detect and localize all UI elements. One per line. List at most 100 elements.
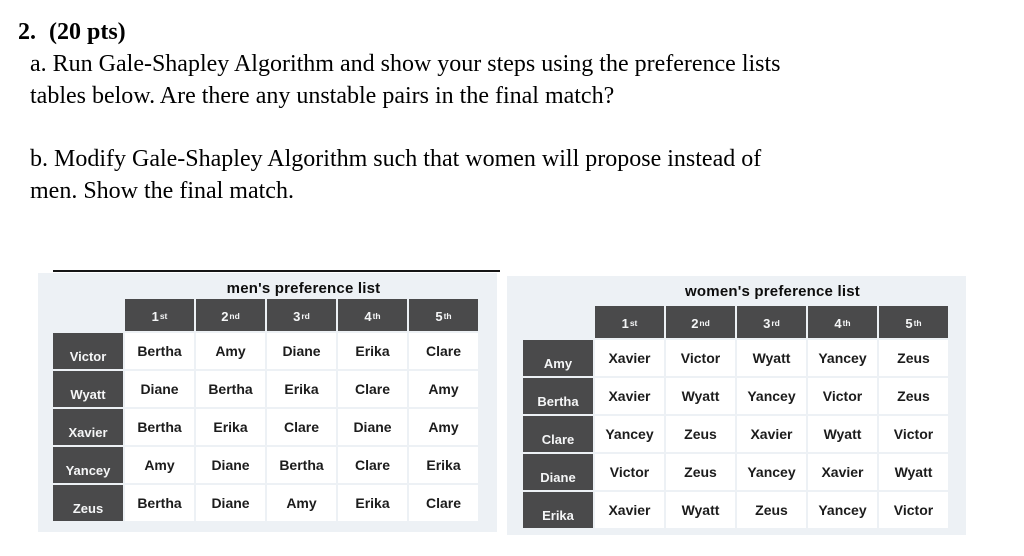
corner-cell [53, 299, 123, 331]
rank-number: 2 [221, 309, 229, 324]
rank-suffix: th [443, 310, 452, 321]
preference-cell: Erika [338, 485, 407, 521]
preference-cell: Amy [196, 333, 265, 369]
preference-cell: Bertha [125, 485, 194, 521]
part-b-line-2: men. Show the final match. [30, 178, 294, 204]
preference-cell: Zeus [879, 378, 948, 414]
preference-cell: Amy [267, 485, 336, 521]
preference-cell: Erika [409, 447, 478, 483]
preference-cell: Bertha [267, 447, 336, 483]
preference-cell: Xavier [595, 492, 664, 528]
preference-cell: Zeus [879, 340, 948, 376]
row-header-cell: Clare [523, 416, 593, 452]
preference-cell: Diane [196, 485, 265, 521]
problem-number: 2. [18, 19, 36, 45]
preference-cell: Bertha [125, 333, 194, 369]
preference-cell: Victor [595, 454, 664, 490]
part-b-line-1: b. Modify Gale-Shapley Algorithm such th… [30, 146, 762, 172]
part-b-text: b. Modify Gale-Shapley Algorithm such th… [30, 143, 761, 207]
rank-suffix: th [372, 310, 381, 321]
rank-number: 1 [151, 309, 159, 324]
preference-cell: Xavier [808, 454, 877, 490]
rank-number: 3 [763, 316, 771, 331]
rank-suffix: nd [229, 310, 240, 321]
mens-table-title: men's preference list [226, 280, 381, 297]
rank-number: 5 [905, 316, 913, 331]
preference-cell: Yancey [808, 340, 877, 376]
rank-suffix: rd [301, 310, 310, 321]
preference-cell: Erika [267, 371, 336, 407]
preference-cell: Erika [196, 409, 265, 445]
row-header-cell: Wyatt [53, 371, 123, 407]
corner-cell [523, 306, 593, 338]
preference-cell: Wyatt [737, 340, 806, 376]
preference-cell: Clare [338, 371, 407, 407]
preference-cell: Victor [879, 416, 948, 452]
preference-cell: Clare [409, 333, 478, 369]
preference-cell: Diane [196, 447, 265, 483]
rank-suffix: st [159, 310, 168, 321]
preference-cell: Zeus [666, 416, 735, 452]
preference-cell: Wyatt [666, 492, 735, 528]
preference-cell: Wyatt [879, 454, 948, 490]
preference-cell: Yancey [595, 416, 664, 452]
preference-cell: Amy [409, 371, 478, 407]
preference-cell: Clare [267, 409, 336, 445]
preference-cell: Diane [267, 333, 336, 369]
rank-suffix: st [629, 317, 638, 328]
preference-cell: Victor [666, 340, 735, 376]
preference-cell: Wyatt [666, 378, 735, 414]
rank-number: 2 [691, 316, 699, 331]
rank-suffix: nd [699, 317, 710, 328]
preference-cell: Clare [338, 447, 407, 483]
preference-cell: Erika [338, 333, 407, 369]
row-header-cell: Erika [523, 492, 593, 528]
preference-cell: Xavier [737, 416, 806, 452]
problem-heading: 2. (20 pts) [18, 16, 126, 48]
part-a-text: a. Run Gale-Shapley Algorithm and show y… [30, 48, 781, 112]
preference-cell: Yancey [737, 378, 806, 414]
preference-cell: Bertha [125, 409, 194, 445]
preference-cell: Victor [808, 378, 877, 414]
row-header-cell: Amy [523, 340, 593, 376]
rank-number: 4 [364, 309, 372, 324]
preference-cell: Xavier [595, 378, 664, 414]
rank-number: 3 [293, 309, 301, 324]
rank-number: 5 [435, 309, 443, 324]
preference-cell: Victor [879, 492, 948, 528]
rank-suffix: th [913, 317, 922, 328]
rank-number: 1 [621, 316, 629, 331]
row-header-cell: Zeus [53, 485, 123, 521]
preference-cell: Amy [125, 447, 194, 483]
rank-suffix: rd [771, 317, 780, 328]
problem-points: (20 pts) [49, 19, 126, 45]
rank-number: 4 [834, 316, 842, 331]
row-header-cell: Diane [523, 454, 593, 490]
preference-cell: Diane [338, 409, 407, 445]
row-header-cell: Bertha [523, 378, 593, 414]
preference-cell: Diane [125, 371, 194, 407]
part-a-line-2: tables below. Are there any unstable pai… [30, 83, 615, 109]
preference-cell: Clare [409, 485, 478, 521]
preference-cell: Bertha [196, 371, 265, 407]
preference-cell: Zeus [737, 492, 806, 528]
preference-cell: Yancey [808, 492, 877, 528]
womens-table-title: women's preference list [685, 283, 860, 300]
preference-cell: Xavier [595, 340, 664, 376]
preference-cell: Yancey [737, 454, 806, 490]
row-header-cell: Yancey [53, 447, 123, 483]
